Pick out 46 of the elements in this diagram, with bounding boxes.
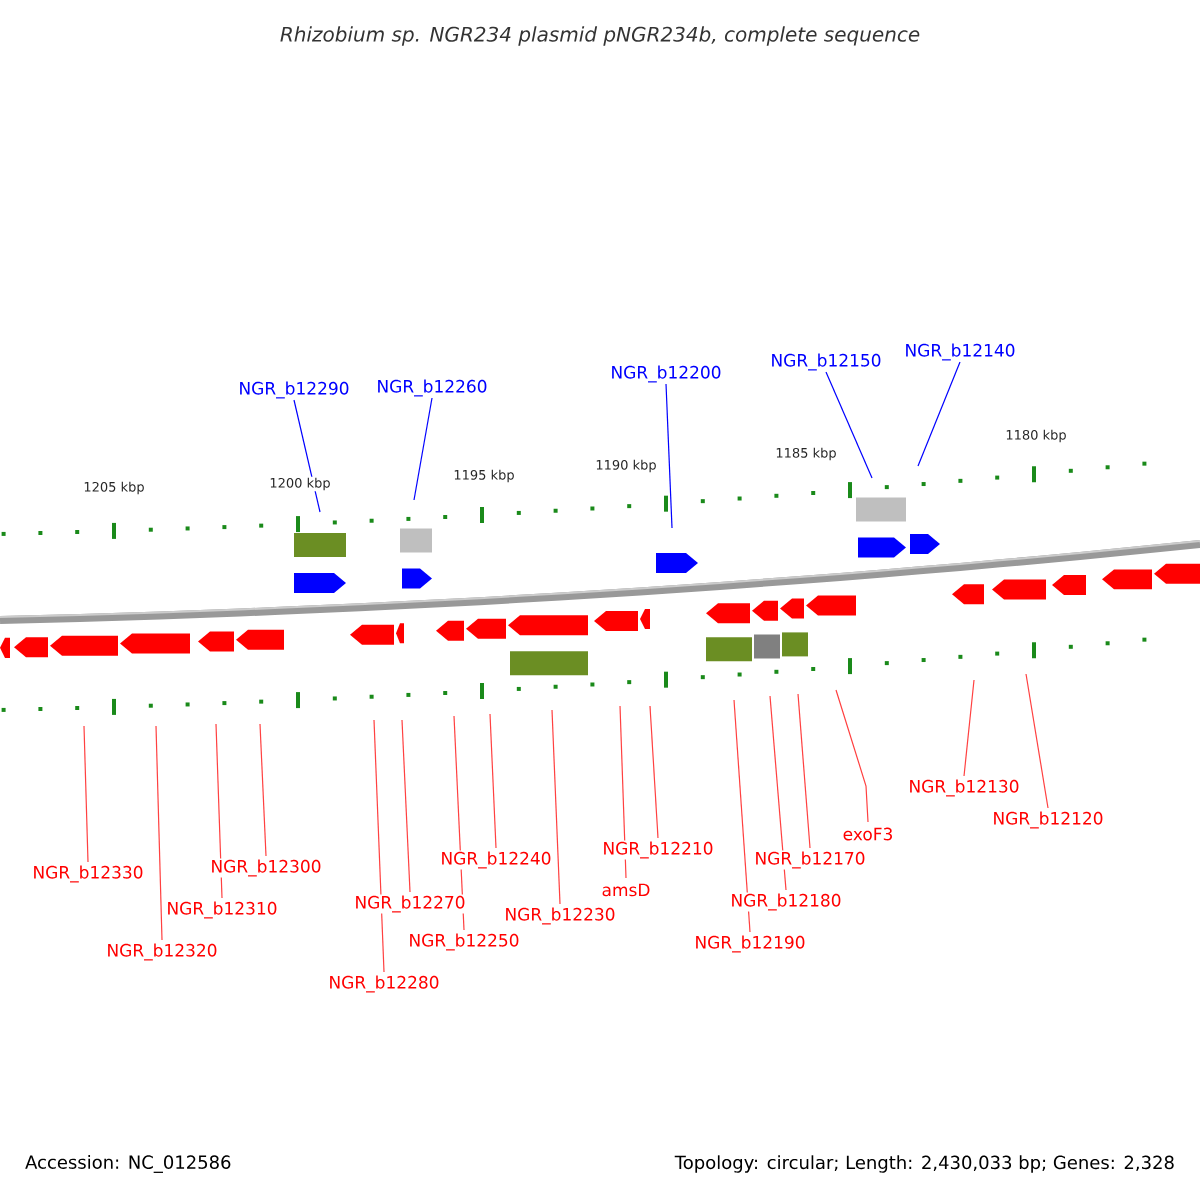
gene-label: NGR_b12260 <box>375 378 489 398</box>
gene-label: NGR_b12250 <box>407 932 521 952</box>
gene-label: NGR_b12300 <box>209 858 323 878</box>
gene-label: NGR_b12170 <box>753 850 867 870</box>
gene-label: NGR_b12130 <box>907 778 1021 798</box>
leader-line <box>155 725 163 941</box>
gene-label: NGR_b12290 <box>237 380 351 400</box>
leader-line <box>551 709 561 905</box>
summary-label: Topology: circular; Length: 2,430,033 bp; Genes: 2,328 <box>674 1155 1174 1173</box>
leader-line <box>413 397 433 501</box>
gene-label: NGR_b12190 <box>693 934 807 954</box>
leader-line <box>1025 673 1049 809</box>
leader-line <box>293 399 321 513</box>
leader-line <box>733 699 751 933</box>
leader-line <box>769 695 787 891</box>
gene-label: NGR_b12310 <box>165 900 279 920</box>
gene-label: NGR_b12210 <box>601 840 715 860</box>
leader-line <box>215 723 223 899</box>
leader-line <box>259 723 267 857</box>
gene-label: NGR_b12230 <box>503 906 617 926</box>
gene-label: NGR_b12280 <box>327 974 441 994</box>
title: Rhizobium sp. NGR234 plasmid pNGR234b, complete sequence <box>280 26 920 46</box>
leader-line <box>83 725 89 863</box>
leader-line <box>797 693 811 849</box>
gene-label: NGR_b12120 <box>991 810 1105 830</box>
gene-label: NGR_b12270 <box>353 894 467 914</box>
leader-line <box>649 705 659 839</box>
leader-line <box>489 713 497 849</box>
gene-label: amsD <box>600 882 652 898</box>
gene-label: NGR_b12240 <box>439 850 553 870</box>
leader-line <box>401 719 411 893</box>
leader-line <box>825 371 873 479</box>
leader-line <box>917 361 961 467</box>
leader-line <box>665 383 673 529</box>
leader-line <box>835 689 869 823</box>
gene-label: NGR_b12200 <box>609 364 723 384</box>
leader-line <box>373 719 385 973</box>
leader-line <box>963 679 975 777</box>
gene-label: NGR_b12330 <box>31 864 145 884</box>
gene-label: NGR_b12150 <box>769 352 883 372</box>
gene-label: NGR_b12180 <box>729 892 843 912</box>
gene-label: NGR_b12140 <box>903 342 1017 362</box>
accession-label: Accession: NC_012586 <box>25 1155 231 1173</box>
gene-label: NGR_b12320 <box>105 942 219 962</box>
leader-line <box>619 705 627 879</box>
gene-label: exoF3 <box>841 826 895 842</box>
